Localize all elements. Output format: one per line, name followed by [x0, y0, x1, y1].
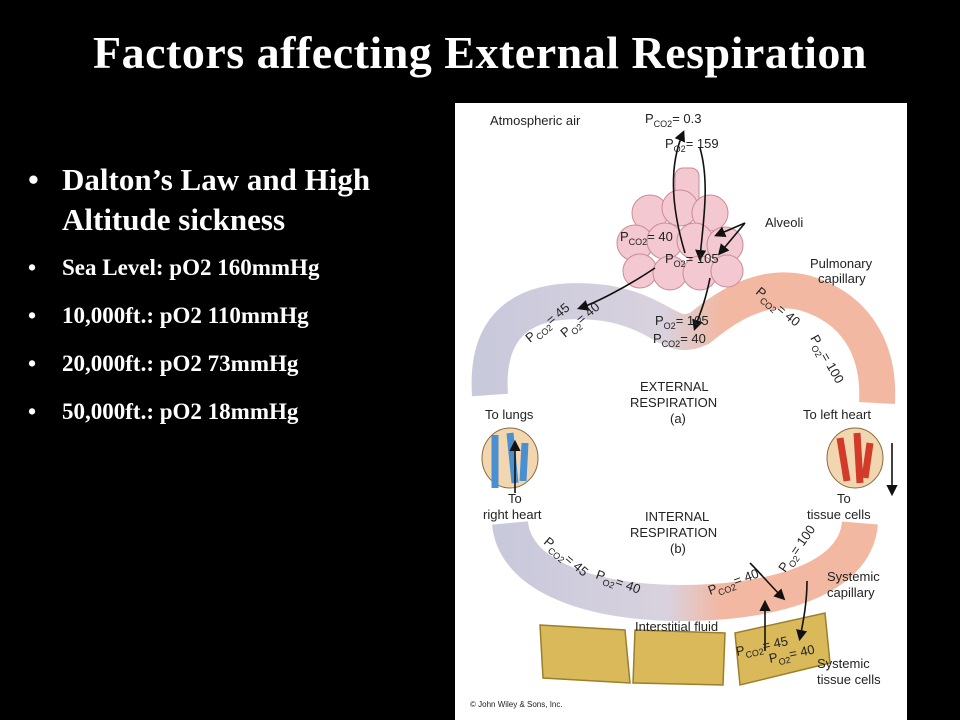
bullet-item: Dalton’s Law and High Altitude sickness	[28, 160, 458, 240]
systemic-capillary-label: capillary	[827, 585, 875, 600]
systemic-tissue-label: tissue cells	[817, 672, 881, 687]
heart-left-icon	[826, 427, 884, 489]
to-tissue-label: tissue cells	[807, 507, 871, 522]
systemic-tissue-label: Systemic	[817, 656, 870, 671]
to-left-heart-label: To left heart	[803, 407, 871, 422]
bullet-item: Sea Level: pO2 160mmHg	[28, 254, 458, 282]
heart-right-icon	[481, 427, 539, 489]
slide-title: Factors affecting External Respiration	[92, 27, 867, 78]
po2-label: PO2= 100	[805, 332, 847, 387]
tissue-cells	[539, 612, 831, 686]
pulmonary-capillary-label: Pulmonary	[810, 256, 873, 271]
external-respiration-label: RESPIRATION	[630, 395, 717, 410]
po2-label: PO2= 159	[665, 136, 719, 154]
alveoli-cluster	[616, 167, 744, 291]
bullet-item: 10,000ft.: pO2 110mmHg	[28, 302, 458, 330]
internal-respiration-label: INTERNAL	[645, 509, 709, 524]
to-right-heart-label: To	[508, 491, 522, 506]
bullet-item: 50,000ft.: pO2 18mmHg	[28, 398, 458, 426]
diffusion-arrows	[509, 130, 898, 651]
respiration-diagram: Atmospheric air PCO2= 0.3 PO2= 159 Alveo…	[455, 103, 907, 720]
external-respiration-label: (a)	[670, 411, 686, 426]
pulmonary-capillary-label: capillary	[818, 271, 866, 286]
external-respiration-label: EXTERNAL	[640, 379, 709, 394]
systemic-capillary-label: Systemic	[827, 569, 880, 584]
to-right-heart-label: right heart	[483, 507, 542, 522]
to-tissue-label: To	[837, 491, 851, 506]
internal-respiration-label: RESPIRATION	[630, 525, 717, 540]
internal-respiration-label: (b)	[670, 541, 686, 556]
to-lungs-label: To lungs	[485, 407, 534, 422]
bullet-item: 20,000ft.: pO2 73mmHg	[28, 350, 458, 378]
copyright-label: © John Wiley & Sons, Inc.	[470, 700, 563, 709]
atmospheric-air-label: Atmospheric air	[490, 113, 581, 128]
alveoli-label: Alveoli	[765, 215, 803, 230]
bullet-list: Dalton’s Law and High Altitude sickness …	[28, 160, 458, 446]
interstitial-fluid-label: Interstitial fluid	[635, 619, 718, 634]
systemic-capillary	[492, 519, 878, 622]
respiration-svg: Atmospheric air PCO2= 0.3 PO2= 159 Alveo…	[470, 111, 898, 709]
pco2-label: PCO2= 0.3	[645, 111, 701, 129]
